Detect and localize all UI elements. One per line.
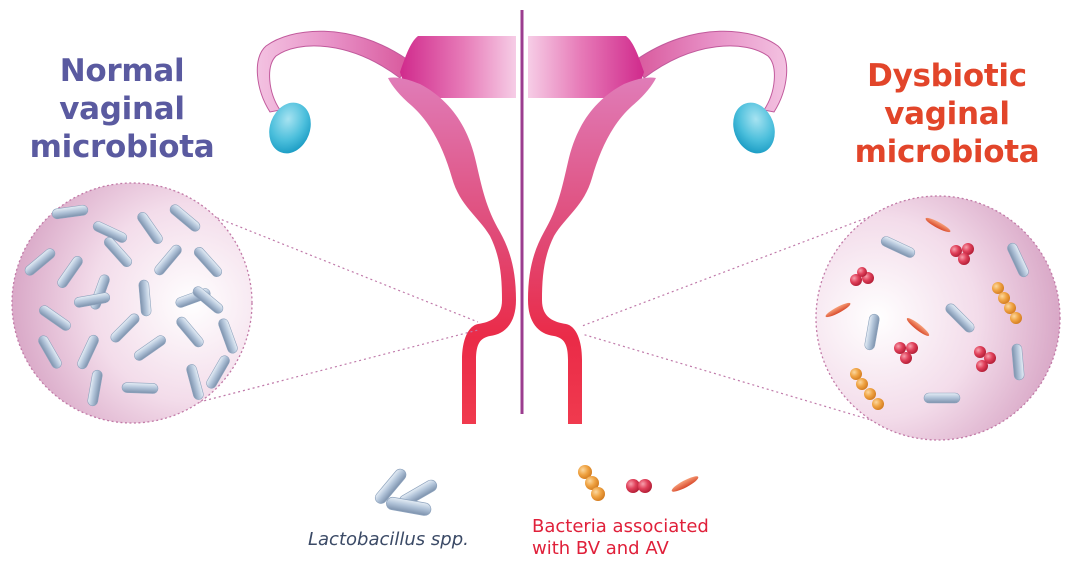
uterus-body-left <box>388 77 516 424</box>
uterus-right-half <box>528 31 787 424</box>
fallopian-tube-left <box>257 31 408 112</box>
legend-lactobacillus-icon <box>373 467 439 517</box>
magnified-view-dysbiotic <box>816 196 1060 440</box>
legend-bacteria-label: Bacteria associated with BV and AV <box>532 516 752 560</box>
fallopian-tube-right <box>636 31 787 112</box>
uterus-body-right <box>528 77 656 424</box>
magnified-view-normal <box>12 183 252 423</box>
uterus-left-half <box>257 31 516 424</box>
legend-bacteria-icon <box>578 465 700 501</box>
title-normal-microbiota: Normal vaginal microbiota <box>6 52 238 166</box>
title-dysbiotic-microbiota: Dysbiotic vaginal microbiota <box>806 57 1088 171</box>
legend-lactobacillus-label: Lactobacillus spp. <box>308 529 469 551</box>
